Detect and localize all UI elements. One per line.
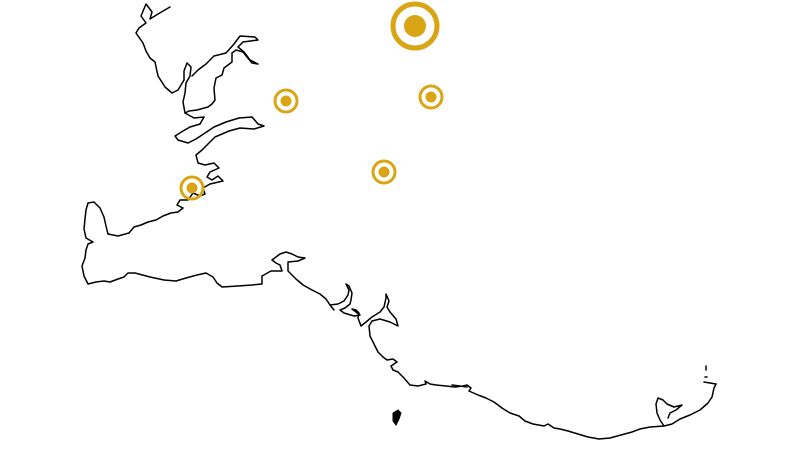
marker-dot: [378, 166, 390, 178]
coastline-east-fragment: [703, 365, 717, 385]
marker-ring: [390, 1, 440, 51]
coastline-middle-inlet: [107, 112, 265, 237]
marker-dot: [404, 15, 426, 37]
coastline-east-spit: [655, 397, 683, 427]
marker-dot: [280, 95, 292, 107]
marker-dot: [425, 91, 437, 103]
marker-ring: [418, 84, 444, 110]
marker-dot: [186, 182, 198, 194]
map-marker[interactable]: [371, 159, 397, 185]
island: [392, 409, 402, 426]
marker-ring: [179, 175, 205, 201]
map-marker[interactable]: [179, 175, 205, 201]
marker-ring: [273, 88, 299, 114]
map-marker[interactable]: [273, 88, 299, 114]
coastline-west-headland: [81, 201, 717, 440]
map-marker-large[interactable]: [390, 1, 440, 51]
map-marker[interactable]: [418, 84, 444, 110]
coastline-sandbar: [451, 384, 468, 388]
coastline-north-inlet: [135, 3, 259, 114]
marker-ring: [371, 159, 397, 185]
